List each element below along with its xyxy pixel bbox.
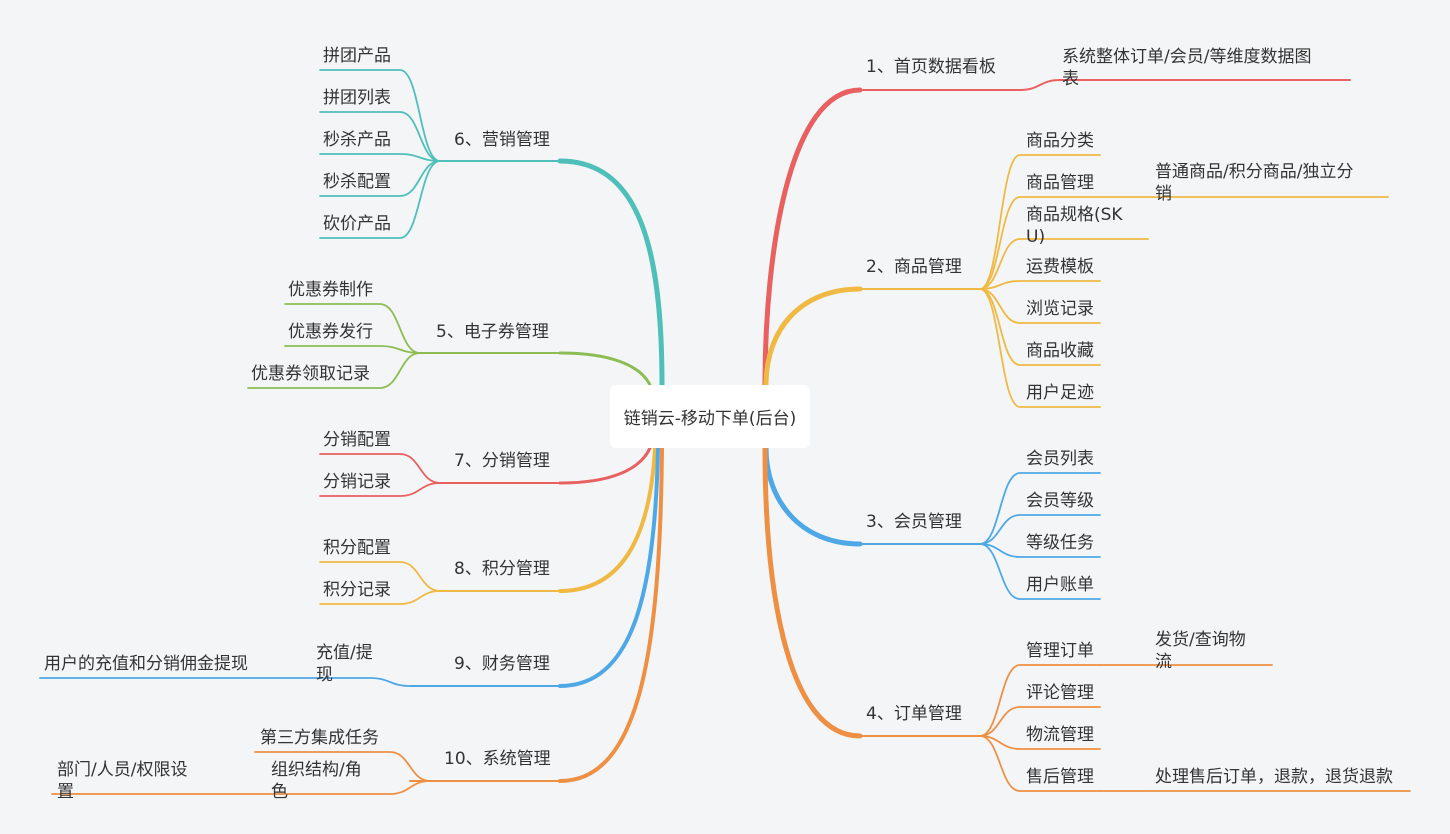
root-node[interactable]: 链销云-移动下单(后台)	[610, 385, 810, 448]
branch-4-child-3[interactable]: 售后管理	[1026, 767, 1094, 787]
branch-1-child-line1: 系统整体订单/会员/等维度数据图	[1062, 47, 1311, 67]
branch-2-child-4[interactable]: 浏览记录	[1026, 299, 1094, 319]
trunk-3	[763, 445, 863, 547]
trunk-5	[558, 351, 652, 387]
branch-6-child-4[interactable]: 砍价产品	[323, 214, 391, 234]
branch-4-label[interactable]: 4、订单管理	[866, 704, 962, 724]
branch-6-child-2[interactable]: 秒杀产品	[323, 130, 391, 150]
branch-5-child-2[interactable]: 优惠券领取记录	[251, 364, 370, 384]
trunk-4	[762, 445, 863, 739]
branch-9-label[interactable]: 9、财务管理	[454, 654, 550, 674]
branch-9-child-0[interactable]: 充值/提现	[316, 643, 373, 685]
branch-2-label[interactable]: 2、商品管理	[866, 257, 962, 277]
branch-2-child-6[interactable]: 用户足迹	[1026, 383, 1094, 403]
branch-8-child-1[interactable]: 积分记录	[323, 580, 391, 600]
branch-2-child-5[interactable]: 商品收藏	[1026, 341, 1094, 361]
trunk-1	[762, 87, 863, 388]
trunk-7	[558, 446, 652, 485]
branch-3-child-0[interactable]: 会员列表	[1026, 449, 1094, 469]
branch-1-child-label[interactable]: 系统整体订单/会员/等维度数据图表	[1062, 47, 1311, 89]
branch-1-label[interactable]: 1、首页数据看板	[866, 57, 996, 77]
trunk-10	[558, 446, 664, 783]
branch-2-child-1-detail[interactable]: 普通商品/积分商品/独立分销	[1155, 162, 1353, 204]
trunk-9	[558, 446, 660, 688]
branch-3-child-2[interactable]: 等级任务	[1026, 533, 1094, 553]
branch-4-child-0[interactable]: 管理订单	[1026, 641, 1094, 661]
branch-4-child-3-detail[interactable]: 处理售后订单，退款，退货退款	[1155, 767, 1393, 787]
branch-5-child-1[interactable]: 优惠券发行	[288, 322, 373, 342]
branch-5-label[interactable]: 5、电子券管理	[436, 322, 549, 342]
branch-3-label[interactable]: 3、会员管理	[866, 512, 962, 532]
branch-2-child-1[interactable]: 商品管理	[1026, 173, 1094, 193]
branch-8-child-0[interactable]: 积分配置	[323, 538, 391, 558]
branch-2-child-0[interactable]: 商品分类	[1026, 131, 1094, 151]
branch-6-child-1[interactable]: 拼团列表	[323, 88, 391, 108]
branch-8-label[interactable]: 8、积分管理	[454, 559, 550, 579]
branch-4-child-1[interactable]: 评论管理	[1026, 683, 1094, 703]
branch-7-child-0[interactable]: 分销配置	[323, 430, 391, 450]
branch-6-child-3[interactable]: 秒杀配置	[323, 172, 391, 192]
branch-9-child-0-detail[interactable]: 用户的充值和分销佣金提现	[44, 654, 248, 674]
branch-6-label[interactable]: 6、营销管理	[454, 130, 550, 150]
branch-10-child-1-detail[interactable]: 部门/人员/权限设置	[57, 760, 187, 802]
branch-3-child-1[interactable]: 会员等级	[1026, 491, 1094, 511]
branch-10-label[interactable]: 10、系统管理	[444, 749, 551, 769]
branch-10-child-0[interactable]: 第三方集成任务	[260, 728, 379, 748]
branch-6-child-0[interactable]: 拼团产品	[323, 46, 391, 66]
branch-5-child-0[interactable]: 优惠券制作	[288, 280, 373, 300]
trunk-8	[558, 446, 657, 593]
branch-4-child-0-detail[interactable]: 发货/查询物流	[1155, 630, 1246, 672]
branch-2-child-3[interactable]: 运费模板	[1026, 257, 1094, 277]
root-label: 链销云-移动下单(后台)	[623, 409, 797, 429]
branch-7-child-1[interactable]: 分销记录	[323, 472, 391, 492]
branch-3-child-3[interactable]: 用户账单	[1026, 575, 1094, 595]
branch-7-label[interactable]: 7、分销管理	[454, 451, 550, 471]
branch-4-child-2[interactable]: 物流管理	[1026, 725, 1094, 745]
branch-10-child-1[interactable]: 组织结构/角色	[271, 760, 362, 802]
trunk-6	[557, 158, 665, 388]
trunk-2	[763, 286, 863, 388]
